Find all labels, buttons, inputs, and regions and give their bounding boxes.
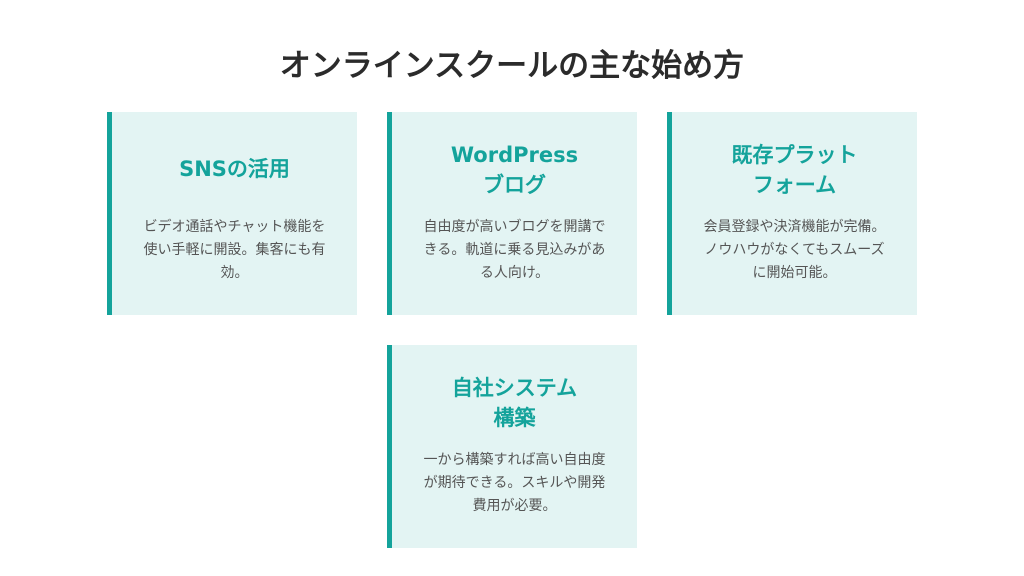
card-wordpress: WordPress ブログ 自由度が高いブログを開講できる。軌道に乗る見込みがあ… — [387, 112, 637, 315]
card-wordpress-text: 自由度が高いブログを開講できる。軌道に乗る見込みがある人向け。 — [423, 219, 606, 281]
card-sns: SNSの活用 ビデオ通話やチャット機能を使い手軽に開設。集客にも有効。 — [107, 112, 357, 315]
page-title: オンラインスクールの主な始め方 — [279, 48, 745, 84]
card-platform-heading-line1: 既存プラット — [731, 143, 858, 167]
card-sns-heading: SNSの活用 — [179, 157, 290, 181]
card-wordpress-heading-line1: WordPress — [450, 143, 579, 167]
card-custom-system-heading-line2: 構築 — [493, 406, 536, 430]
card-custom-system-text: 一から構築すれば高い自由度が期待できる。スキルや開発費用が必要。 — [423, 452, 606, 514]
card-platform: 既存プラット フォーム 会員登録や決済機能が完備。ノウハウがなくてもスムーズに開… — [667, 112, 917, 315]
card-platform-heading-line2: フォーム — [752, 173, 837, 197]
card-custom-system-heading: 自社システム 構築 — [392, 373, 637, 433]
card-wordpress-heading-line2: ブログ — [483, 173, 546, 197]
card-platform-heading: 既存プラット フォーム — [672, 140, 917, 200]
card-platform-text: 会員登録や決済機能が完備。ノウハウがなくてもスムーズに開始可能。 — [703, 219, 886, 281]
card-sns-text: ビデオ通話やチャット機能を使い手軽に開設。集客にも有効。 — [143, 219, 326, 281]
card-custom-system: 自社システム 構築 一から構築すれば高い自由度が期待できる。スキルや開発費用が必… — [387, 345, 637, 548]
card-custom-system-heading-line1: 自社システム — [451, 376, 578, 400]
card-wordpress-heading: WordPress ブログ — [392, 140, 637, 200]
